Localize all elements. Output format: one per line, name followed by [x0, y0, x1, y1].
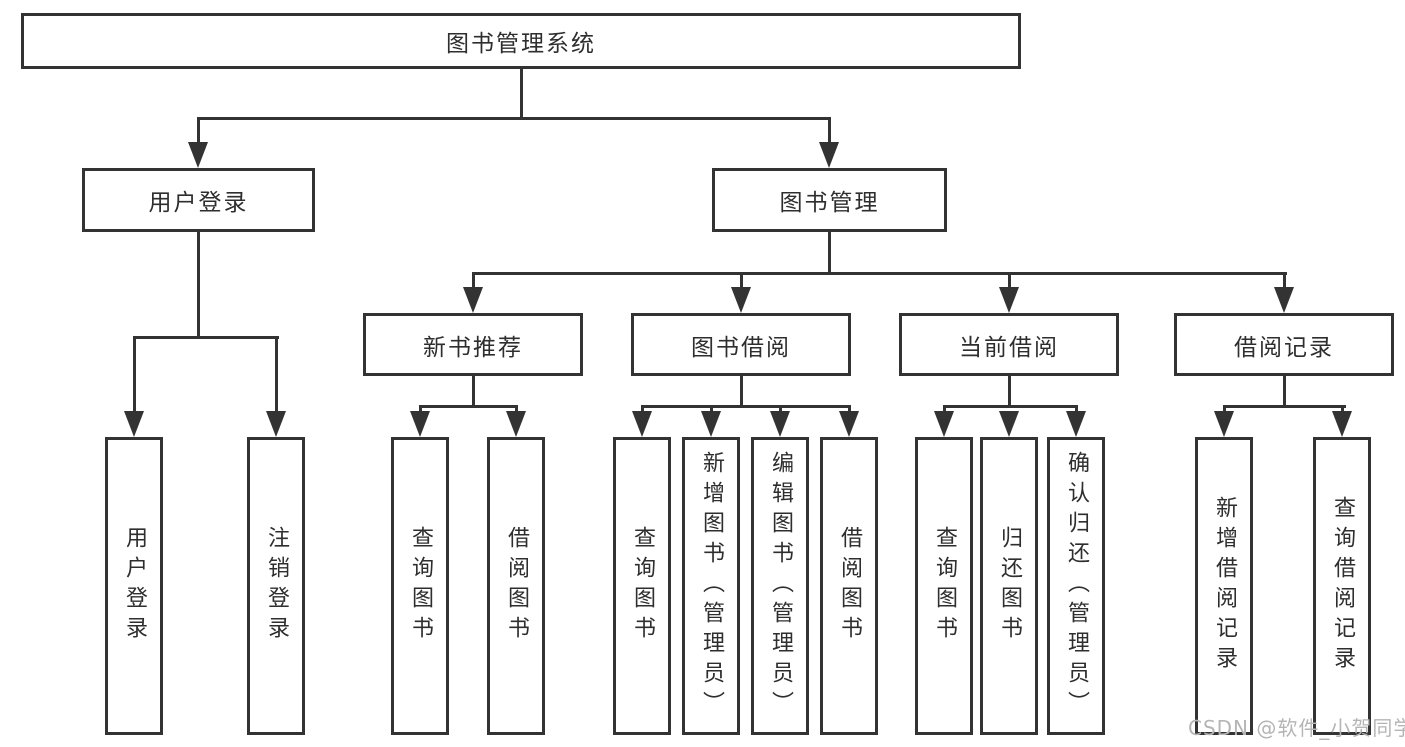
node-book-borrow: 图书借阅 [631, 313, 851, 376]
node-label: 用户登录 [122, 526, 147, 646]
leaf-logout: 注销登录 [247, 437, 305, 735]
leaf-add-borrow-record: 新增借阅记录 [1195, 437, 1253, 735]
connector-line [418, 406, 422, 415]
node-label: 编辑图书（管理员） [768, 451, 793, 721]
node-book-management: 图书管理 [712, 168, 947, 232]
node-label: 归还图书 [997, 526, 1022, 646]
connector-line [519, 69, 523, 118]
connector-line [1222, 406, 1226, 415]
arrowhead-down-icon [839, 411, 859, 437]
connector-line [1074, 406, 1078, 415]
arrowhead-down-icon [999, 287, 1019, 313]
connector-line [196, 116, 831, 120]
node-label: 查询图书 [630, 526, 655, 646]
connector-line [418, 404, 518, 408]
arrowhead-down-icon [632, 411, 652, 437]
connector-line [640, 404, 851, 408]
arrowhead-down-icon [1066, 411, 1086, 437]
leaf-query-books: 查询图书 [613, 437, 671, 735]
node-new-book-recommend: 新书推荐 [363, 313, 583, 376]
leaf-user-login: 用户登录 [105, 437, 163, 735]
leaf-query-borrow-record: 查询借阅记录 [1313, 437, 1371, 735]
node-label: 确认归还（管理员） [1064, 451, 1089, 721]
arrowhead-down-icon [1214, 411, 1234, 437]
node-label: 新书推荐 [423, 334, 523, 361]
connector-line [1007, 273, 1011, 291]
connector-line [827, 232, 831, 274]
connector-line [640, 406, 644, 415]
connector-line [847, 406, 851, 415]
node-label: 查询借阅记录 [1330, 496, 1355, 676]
node-label: 新增图书（管理员） [699, 451, 724, 721]
arrowhead-down-icon [506, 411, 526, 437]
connector-line [1340, 406, 1344, 415]
node-label: 图书管理 [779, 190, 880, 216]
node-label: 图书管理系统 [446, 31, 596, 57]
arrowhead-down-icon [819, 142, 839, 168]
node-label: 注销登录 [264, 526, 289, 646]
node-label: 用户登录 [148, 190, 249, 216]
connector-line [514, 406, 518, 415]
connector-line [1282, 273, 1286, 291]
arrowhead-down-icon [463, 287, 483, 313]
connector-line [827, 118, 831, 146]
arrowhead-down-icon [770, 411, 790, 437]
connector-line [1222, 404, 1346, 408]
arrowhead-down-icon [188, 142, 208, 168]
leaf-confirm-return-admin: 确认归还（管理员） [1047, 437, 1105, 735]
arrowhead-down-icon [999, 411, 1019, 437]
arrowhead-down-icon [266, 411, 286, 437]
connector-line [196, 118, 200, 146]
arrowhead-down-icon [124, 411, 144, 437]
node-label: 新增借阅记录 [1212, 496, 1237, 676]
csdn-watermark: CSDN @软件_小贺同学 [1188, 716, 1405, 740]
connector-line [471, 273, 475, 291]
connector-line [274, 337, 278, 415]
connector-line [1282, 376, 1286, 407]
node-label: 借阅记录 [1234, 334, 1334, 361]
connector-line [471, 271, 1287, 275]
node-label: 借阅图书 [837, 526, 862, 646]
leaf-add-books-admin: 新增图书（管理员） [682, 437, 740, 735]
connector-line [942, 404, 1078, 408]
node-label: 图书借阅 [691, 334, 791, 361]
connector-line [778, 406, 782, 415]
connector-line [132, 335, 279, 339]
connector-line [1007, 376, 1011, 407]
arrowhead-down-icon [934, 411, 954, 437]
node-label: 查询图书 [408, 526, 433, 646]
arrowhead-down-icon [1274, 287, 1294, 313]
leaf-edit-books-admin: 编辑图书（管理员） [751, 437, 809, 735]
arrowhead-down-icon [701, 411, 721, 437]
connector-line [739, 376, 743, 407]
leaf-query-books: 查询图书 [391, 437, 449, 735]
node-current-borrow: 当前借阅 [899, 313, 1119, 376]
leaf-borrow-books: 借阅图书 [487, 437, 545, 735]
connector-line [739, 273, 743, 291]
arrowhead-down-icon [731, 287, 751, 313]
node-label: 借阅图书 [504, 526, 529, 646]
node-borrow-records: 借阅记录 [1174, 313, 1394, 376]
node-label: 当前借阅 [959, 334, 1059, 361]
connector-line [709, 406, 713, 415]
connector-line [132, 337, 136, 415]
arrowhead-down-icon [410, 411, 430, 437]
leaf-query-books: 查询图书 [915, 437, 973, 735]
connector-line [942, 406, 946, 415]
arrowhead-down-icon [1332, 411, 1352, 437]
node-label: 查询图书 [932, 526, 957, 646]
node-user-login: 用户登录 [82, 168, 315, 232]
node-library-management-system: 图书管理系统 [21, 13, 1021, 69]
leaf-return-books: 归还图书 [980, 437, 1038, 735]
connector-line [471, 376, 475, 407]
leaf-borrow-books: 借阅图书 [820, 437, 878, 735]
connector-line [196, 232, 200, 338]
